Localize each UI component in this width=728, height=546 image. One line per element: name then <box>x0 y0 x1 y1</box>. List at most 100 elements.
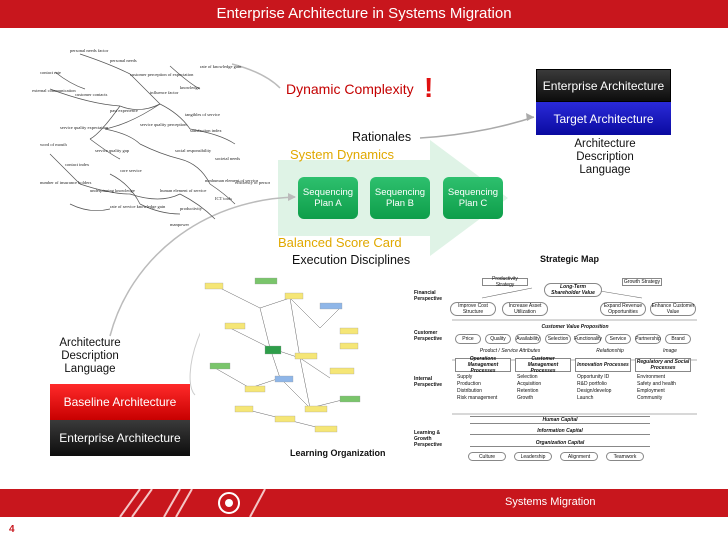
svg-text:societal needs: societal needs <box>215 156 240 161</box>
arrowhead-2 <box>526 113 534 121</box>
sm-customer-value-title: Customer Value Proposition <box>541 324 609 330</box>
sm-learning-item: Leadership <box>514 452 552 461</box>
learning-organization-label: Learning Organization <box>290 448 386 458</box>
slide-title: Enterprise Architecture in Systems Migra… <box>216 5 512 22</box>
sm-financial-perspective: Financial Perspective <box>414 290 443 302</box>
system-dynamics-label: System Dynamics <box>290 147 395 162</box>
svg-text:past experience: past experience <box>110 108 138 113</box>
sm-customer-perspective: Customer Perspective <box>414 330 443 342</box>
sm-internal-title: Innovation Processes <box>575 358 631 372</box>
sm-internal-item: Design/develop <box>577 388 612 394</box>
curve-connector-3 <box>109 196 296 337</box>
baseline-architecture-box: Baseline Architecture <box>50 384 190 420</box>
sm-internal-item: Selection <box>517 374 538 380</box>
sm-internal-item: Distribution <box>457 388 483 394</box>
sm-internal-item: Production <box>457 381 481 387</box>
sm-internal-item: Environment <box>637 374 666 380</box>
enterprise-architecture-box-top: Enterprise Architecture <box>536 69 671 102</box>
svg-text:efficiency of personnel: efficiency of personnel <box>235 180 270 185</box>
sm-customer-sub-2: Relationship <box>596 348 624 354</box>
svg-text:number of insurance holders: number of insurance holders <box>40 180 92 185</box>
sm-internal-item: Supply <box>457 374 473 380</box>
sm-learning-item: Teamwork <box>606 452 644 461</box>
sm-customer-item: Availability <box>515 334 541 344</box>
exclamation-icon: ! <box>424 72 434 103</box>
svg-text:external communication: external communication <box>32 88 76 93</box>
balanced-score-card-label: Balanced Score Card <box>278 235 402 250</box>
sm-customer-item: Quality <box>485 334 511 344</box>
title-bar <box>0 0 728 28</box>
sm-customer-item: Functionality <box>573 334 603 344</box>
execution-disciplines-label: Execution Disciplines <box>292 253 411 267</box>
sm-internal-item: Safety and health <box>637 381 676 387</box>
adl-label-top: Architecture Description Language <box>560 138 650 177</box>
target-architecture-box: Target Architecture <box>536 102 671 135</box>
rationales-label: Rationales <box>352 130 412 144</box>
sm-internal-title: Customer Management Processes <box>515 356 571 374</box>
sm-internal-title: Operations Management Processes <box>455 356 511 374</box>
svg-text:contact index: contact index <box>65 162 90 167</box>
sm-internal-item: Launch <box>577 395 594 401</box>
adl-bottom-line-1: Architecture <box>59 337 121 349</box>
svg-text:customer contacts: customer contacts <box>75 92 108 97</box>
adl-label-bottom: Architecture Description Language <box>55 337 125 376</box>
sm-internal-title: Regulatory and Social Processes <box>635 358 691 372</box>
sm-increase-asset: Increase Asset Utilization <box>502 302 548 316</box>
adl-bottom-line-2: Description <box>61 350 119 362</box>
adl-top-line-1: Architecture <box>574 138 636 150</box>
svg-text:social responsibility: social responsibility <box>175 148 212 153</box>
footer-decoration <box>110 489 270 517</box>
svg-text:ICT tools: ICT tools <box>215 196 232 201</box>
sm-internal-item: R&D portfolio <box>577 381 607 387</box>
sm-customer-item: Price <box>455 334 481 344</box>
sm-long-term: Long-Term Shareholder Value <box>544 283 602 297</box>
svg-text:satisfaction index: satisfaction index <box>190 128 222 133</box>
svg-text:service quality gap: service quality gap <box>95 148 130 153</box>
sm-improve-cost: Improve Cost Structure <box>450 302 496 316</box>
svg-text:knowledge: knowledge <box>180 85 200 90</box>
sm-information-capital: Information Capital <box>470 428 650 435</box>
svg-text:rate of service knowledge gain: rate of service knowledge gain <box>110 204 166 209</box>
sm-internal-item: Opportunity ID <box>577 374 610 380</box>
adl-top-line-3: Language <box>579 164 631 176</box>
svg-text:rate of knowledge gain: rate of knowledge gain <box>200 64 242 69</box>
sm-customer-item: Selection <box>545 334 571 344</box>
svg-text:core service: core service <box>120 168 142 173</box>
curve-connector-1 <box>231 63 281 89</box>
sm-productivity-strategy: Productivity Strategy <box>482 276 528 288</box>
sm-expand-revenue: Expand Revenue Opportunities <box>600 302 646 316</box>
sm-customer-item: Partnership <box>635 334 661 344</box>
sm-learning-item: Culture <box>468 452 506 461</box>
footer-label: Systems Migration <box>505 496 596 508</box>
strategic-map-title: Strategic Map <box>540 254 600 264</box>
svg-text:personal needs factor: personal needs factor <box>70 48 109 53</box>
sm-internal-item: Retention <box>517 388 539 394</box>
system-dynamics-diagram: personal needs factor personal needs rat… <box>32 48 270 227</box>
sm-internal-item: Risk management <box>457 395 498 401</box>
svg-text:nonhuman element of service: nonhuman element of service <box>205 178 258 183</box>
svg-text:service quality expectation: service quality expectation <box>60 125 109 130</box>
sm-customer-item: Service <box>605 334 631 344</box>
svg-text:contact rate: contact rate <box>40 70 61 75</box>
dynamic-complexity-label: Dynamic Complexity <box>286 81 414 97</box>
sm-internal-item: Acquisition <box>517 381 542 387</box>
sm-customer-item: Brand <box>665 334 691 344</box>
sm-enhance-customer: Enhance Customer Value <box>650 302 696 316</box>
sm-learning-item: Alignment <box>560 452 598 461</box>
adl-top-line-2: Description <box>576 151 634 163</box>
sm-internal-item: Growth <box>517 395 534 401</box>
adl-bottom-line-3: Language <box>64 363 116 375</box>
svg-text:influence factor: influence factor <box>150 90 179 95</box>
svg-text:human element of service: human element of service <box>160 188 206 193</box>
svg-text:service quality perception: service quality perception <box>140 122 187 127</box>
svg-text:manpower: manpower <box>170 222 189 227</box>
sm-internal-perspective: Internal Perspective <box>414 376 443 388</box>
sm-internal-item: Community <box>637 395 663 401</box>
svg-text:tangibles of service: tangibles of service <box>185 112 220 117</box>
sm-learning-perspective: Learning & Growth Perspective <box>414 430 443 448</box>
enterprise-architecture-box-bottom: Enterprise Architecture <box>50 420 190 456</box>
curve-connector-2 <box>419 116 535 139</box>
